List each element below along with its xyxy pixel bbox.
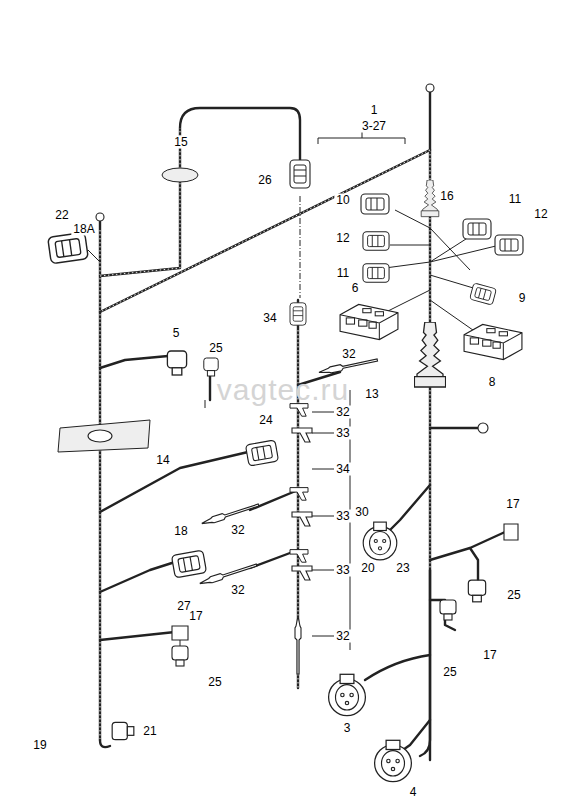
callout-number: 11 bbox=[335, 267, 351, 280]
callout-number: 24 bbox=[257, 414, 274, 427]
callout-number: 13 bbox=[363, 388, 380, 401]
range-label: 3-27 bbox=[360, 120, 388, 133]
callout-number: 17 bbox=[187, 610, 204, 623]
callout-number: 9 bbox=[517, 292, 528, 305]
callout-number: 25 bbox=[206, 676, 223, 689]
callout-number: 33 bbox=[334, 564, 351, 577]
callout-number: 26 bbox=[256, 174, 273, 187]
callout-number: 32 bbox=[229, 524, 246, 537]
callout-number: 20 bbox=[359, 562, 376, 575]
callout-number: 8 bbox=[487, 376, 498, 389]
callout-number: 32 bbox=[334, 630, 351, 643]
callout-number: 19 bbox=[31, 739, 48, 752]
callout-number: 25 bbox=[207, 342, 224, 355]
callout-number: 17 bbox=[481, 649, 498, 662]
callout-number: 12 bbox=[532, 208, 549, 221]
callout-number: 15 bbox=[172, 136, 189, 149]
callout-number: 22 bbox=[53, 209, 70, 222]
callout-number: 21 bbox=[141, 725, 158, 738]
callout-number: 5 bbox=[171, 327, 182, 340]
callout-number: 33 bbox=[334, 510, 351, 523]
watermark: vagtec.ru bbox=[215, 374, 351, 406]
callout-number: 6 bbox=[350, 282, 361, 295]
callout-number: 32 bbox=[229, 584, 246, 597]
callout-number: 23 bbox=[394, 562, 411, 575]
callout-number: 30 bbox=[353, 506, 370, 519]
callout-number: 34 bbox=[261, 312, 278, 325]
callout-number: 34 bbox=[334, 463, 351, 476]
callout-number: 1 bbox=[369, 104, 380, 117]
callout-number: 32 bbox=[340, 348, 357, 361]
callout-number: 18 bbox=[172, 525, 189, 538]
callout-number: 4 bbox=[408, 786, 419, 799]
callout-number: 32 bbox=[334, 406, 351, 419]
callout-number: 14 bbox=[154, 454, 171, 467]
callout-number: 33 bbox=[334, 427, 351, 440]
callout-number: 25 bbox=[505, 589, 522, 602]
callout-number: 25 bbox=[441, 666, 458, 679]
callout-number: 3 bbox=[342, 722, 353, 735]
callout-number: 17 bbox=[504, 498, 521, 511]
callout-number: 16 bbox=[438, 190, 455, 203]
callout-number: 12 bbox=[334, 232, 351, 245]
callout-number: 10 bbox=[334, 194, 351, 207]
callout-number: 11 bbox=[507, 193, 523, 206]
callout-number: 18A bbox=[71, 223, 96, 236]
